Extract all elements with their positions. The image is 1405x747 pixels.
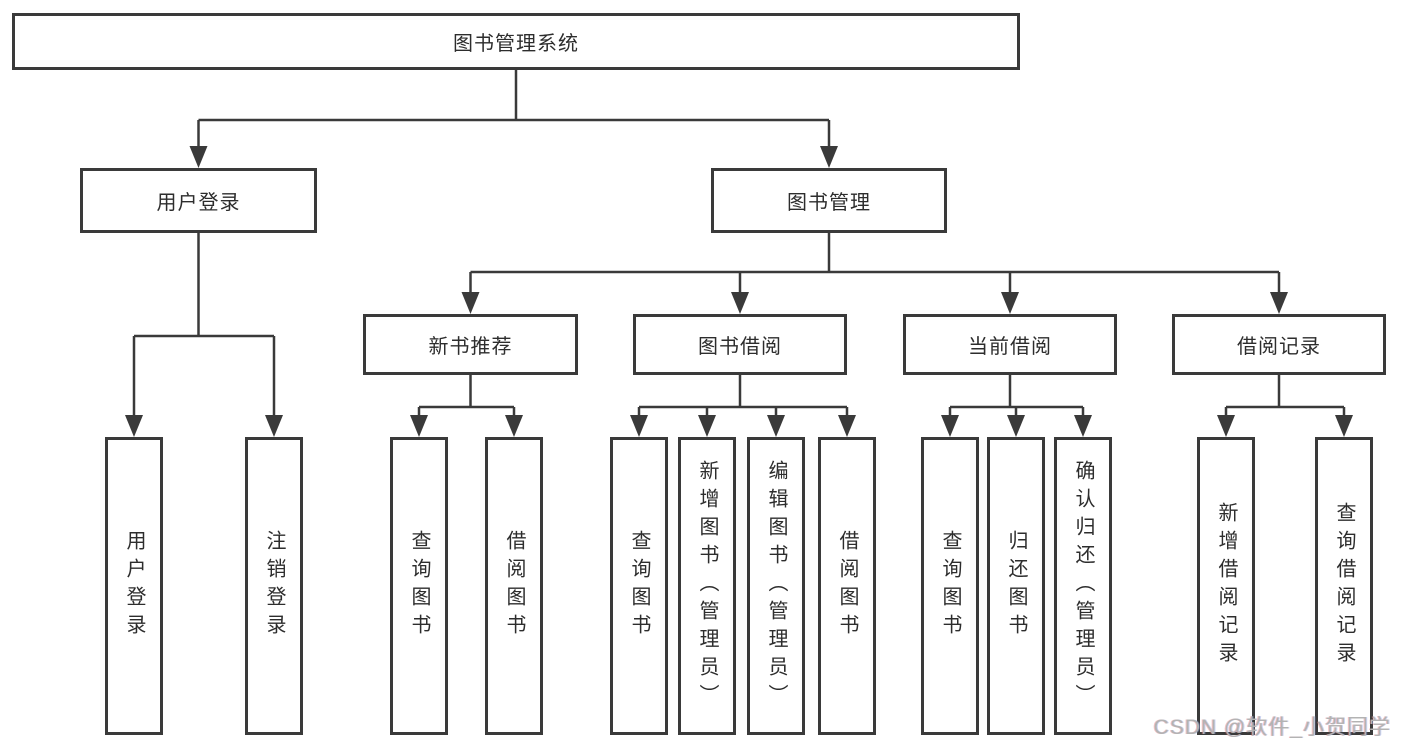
leaf-borrow-books: 借阅图书 (818, 437, 876, 735)
leaf-return-books: 归还图书 (987, 437, 1045, 735)
leaf-add-borrow-record: 新增借阅记录 (1197, 437, 1255, 735)
connector-borrow-records-to-leaves (1217, 375, 1353, 437)
node-borrowing-records: 借阅记录 (1172, 314, 1386, 375)
leaf-confirm-return-admin: 确认归还（管理员） (1054, 437, 1112, 735)
connector-root-to-level2 (189, 70, 838, 168)
csdn-watermark: CSDN @软件_小贺同学 (1153, 716, 1391, 739)
leaf-edit-books-admin: 编辑图书（管理员） (747, 437, 805, 735)
node-book-borrowing: 图书借阅 (633, 314, 847, 375)
node-new-book-recommend: 新书推荐 (363, 314, 578, 375)
node-library-system: 图书管理系统 (12, 13, 1020, 70)
leaf-query-borrow-record: 查询借阅记录 (1315, 437, 1373, 735)
leaf-logout: 注销登录 (245, 437, 303, 735)
connector-user-login-to-leaves (125, 233, 283, 437)
node-user-login: 用户登录 (80, 168, 317, 233)
leaf-newrec-query-books: 查询图书 (390, 437, 448, 735)
connector-book-borrow-to-leaves (630, 375, 856, 437)
leaf-borrow-query-books: 查询图书 (610, 437, 668, 735)
connector-book-mgmt-to-level3 (461, 233, 1288, 314)
leaf-user-login: 用户登录 (105, 437, 163, 735)
node-book-management: 图书管理 (711, 168, 947, 233)
node-current-borrowing: 当前借阅 (903, 314, 1117, 375)
leaf-current-query-books: 查询图书 (921, 437, 979, 735)
leaf-add-books-admin: 新增图书（管理员） (678, 437, 736, 735)
connector-current-borrow-to-leaves (941, 375, 1092, 437)
leaf-newrec-borrow-books: 借阅图书 (485, 437, 543, 735)
connector-new-book-rec-to-leaves (410, 375, 523, 437)
